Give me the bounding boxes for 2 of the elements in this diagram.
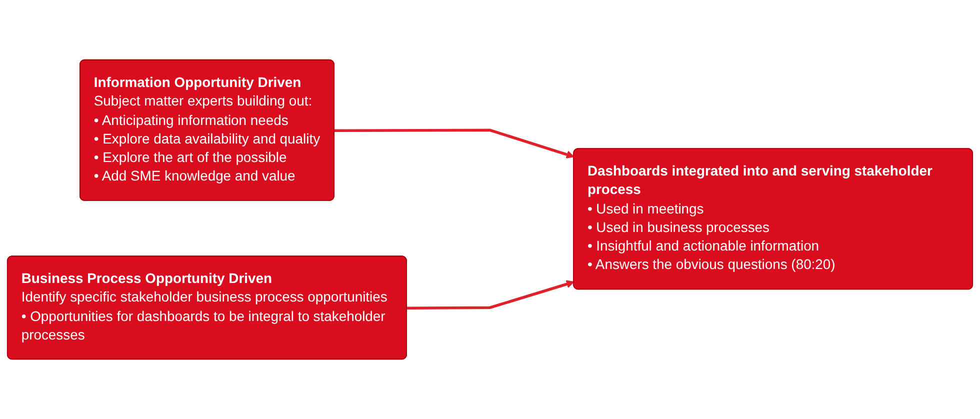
arrow [334,128,574,158]
arrow [406,280,574,310]
